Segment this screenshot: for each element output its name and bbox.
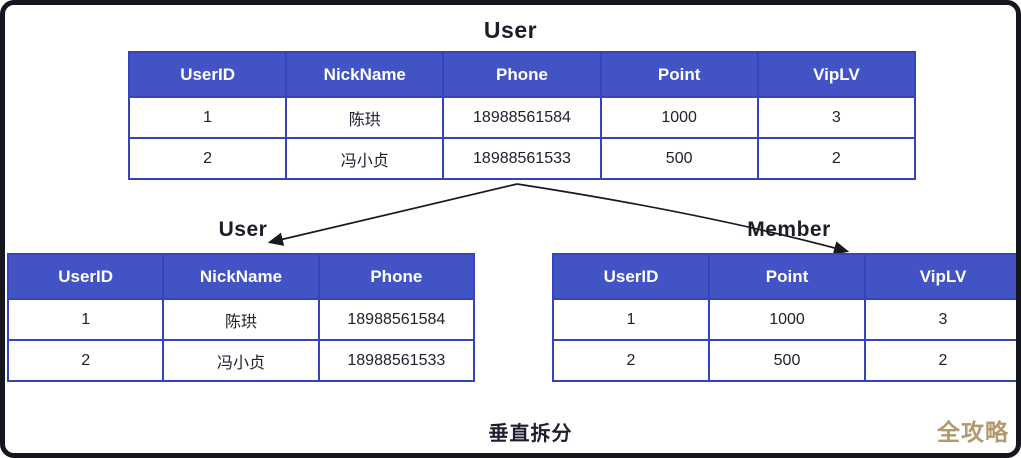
table-row: 1 陈珙 18988561584 bbox=[6, 298, 476, 341]
table-cell: 18988561584 bbox=[442, 96, 602, 139]
column-header: VipLV bbox=[756, 51, 917, 98]
table-cell: 陈珙 bbox=[285, 96, 445, 139]
table-cell: 1000 bbox=[708, 298, 866, 341]
column-header: Point bbox=[708, 253, 866, 300]
table-cell: 18988561584 bbox=[317, 298, 476, 341]
column-header: UserID bbox=[6, 253, 165, 300]
user-table-full: UserID NickName Phone Point VipLV 1 陈珙 1… bbox=[127, 51, 917, 180]
column-header: Phone bbox=[442, 51, 602, 98]
column-header: UserID bbox=[127, 51, 288, 98]
column-header: UserID bbox=[552, 253, 710, 300]
column-header: VipLV bbox=[864, 253, 1016, 300]
table-header-row: UserID Point VipLV bbox=[552, 253, 1016, 300]
table-cell: 500 bbox=[708, 339, 866, 382]
table-cell: 3 bbox=[864, 298, 1016, 341]
table-cell: 3 bbox=[756, 96, 917, 139]
table-cell: 1000 bbox=[599, 96, 759, 139]
table-cell: 500 bbox=[599, 137, 759, 180]
table-cell: 冯小贞 bbox=[162, 339, 320, 382]
table-row: 2 冯小贞 18988561533 500 2 bbox=[127, 137, 917, 180]
table-row: 2 500 2 bbox=[552, 339, 1016, 382]
table-row: 2 冯小贞 18988561533 bbox=[6, 339, 476, 382]
table-row: 1 1000 3 bbox=[552, 298, 1016, 341]
watermark-text: 全攻略 bbox=[937, 419, 1009, 445]
column-header: Phone bbox=[317, 253, 476, 300]
table-cell: 18988561533 bbox=[442, 137, 602, 180]
column-header: NickName bbox=[162, 253, 320, 300]
table-header-row: UserID NickName Phone bbox=[6, 253, 476, 300]
column-header: Point bbox=[599, 51, 759, 98]
member-table-split: UserID Point VipLV 1 1000 3 2 500 2 bbox=[552, 253, 1016, 382]
split-type-caption-text: 垂直拆分 bbox=[488, 423, 573, 445]
right-table-title: Member bbox=[747, 218, 831, 241]
table-cell: 2 bbox=[756, 137, 917, 180]
table-header-row: UserID NickName Phone Point VipLV bbox=[127, 51, 917, 98]
table-cell: 陈珙 bbox=[162, 298, 320, 341]
column-header: NickName bbox=[285, 51, 445, 98]
table-cell: 冯小贞 bbox=[285, 137, 445, 180]
left-table-title: User bbox=[218, 218, 268, 241]
table-cell: 1 bbox=[552, 298, 710, 341]
table-cell: 18988561533 bbox=[317, 339, 476, 382]
top-table-title: User bbox=[483, 17, 538, 43]
table-cell: 2 bbox=[864, 339, 1016, 382]
table-row: 1 陈珙 18988561584 1000 3 bbox=[127, 96, 917, 139]
table-cell: 1 bbox=[127, 96, 288, 139]
table-cell: 1 bbox=[6, 298, 165, 341]
table-cell: 2 bbox=[552, 339, 710, 382]
table-cell: 2 bbox=[127, 137, 288, 180]
split-type-caption: 垂直拆分 bbox=[5, 417, 1016, 446]
table-cell: 2 bbox=[6, 339, 165, 382]
user-table-split: UserID NickName Phone 1 陈珙 18988561584 2… bbox=[6, 253, 476, 382]
split-arrow-left bbox=[267, 183, 518, 246]
